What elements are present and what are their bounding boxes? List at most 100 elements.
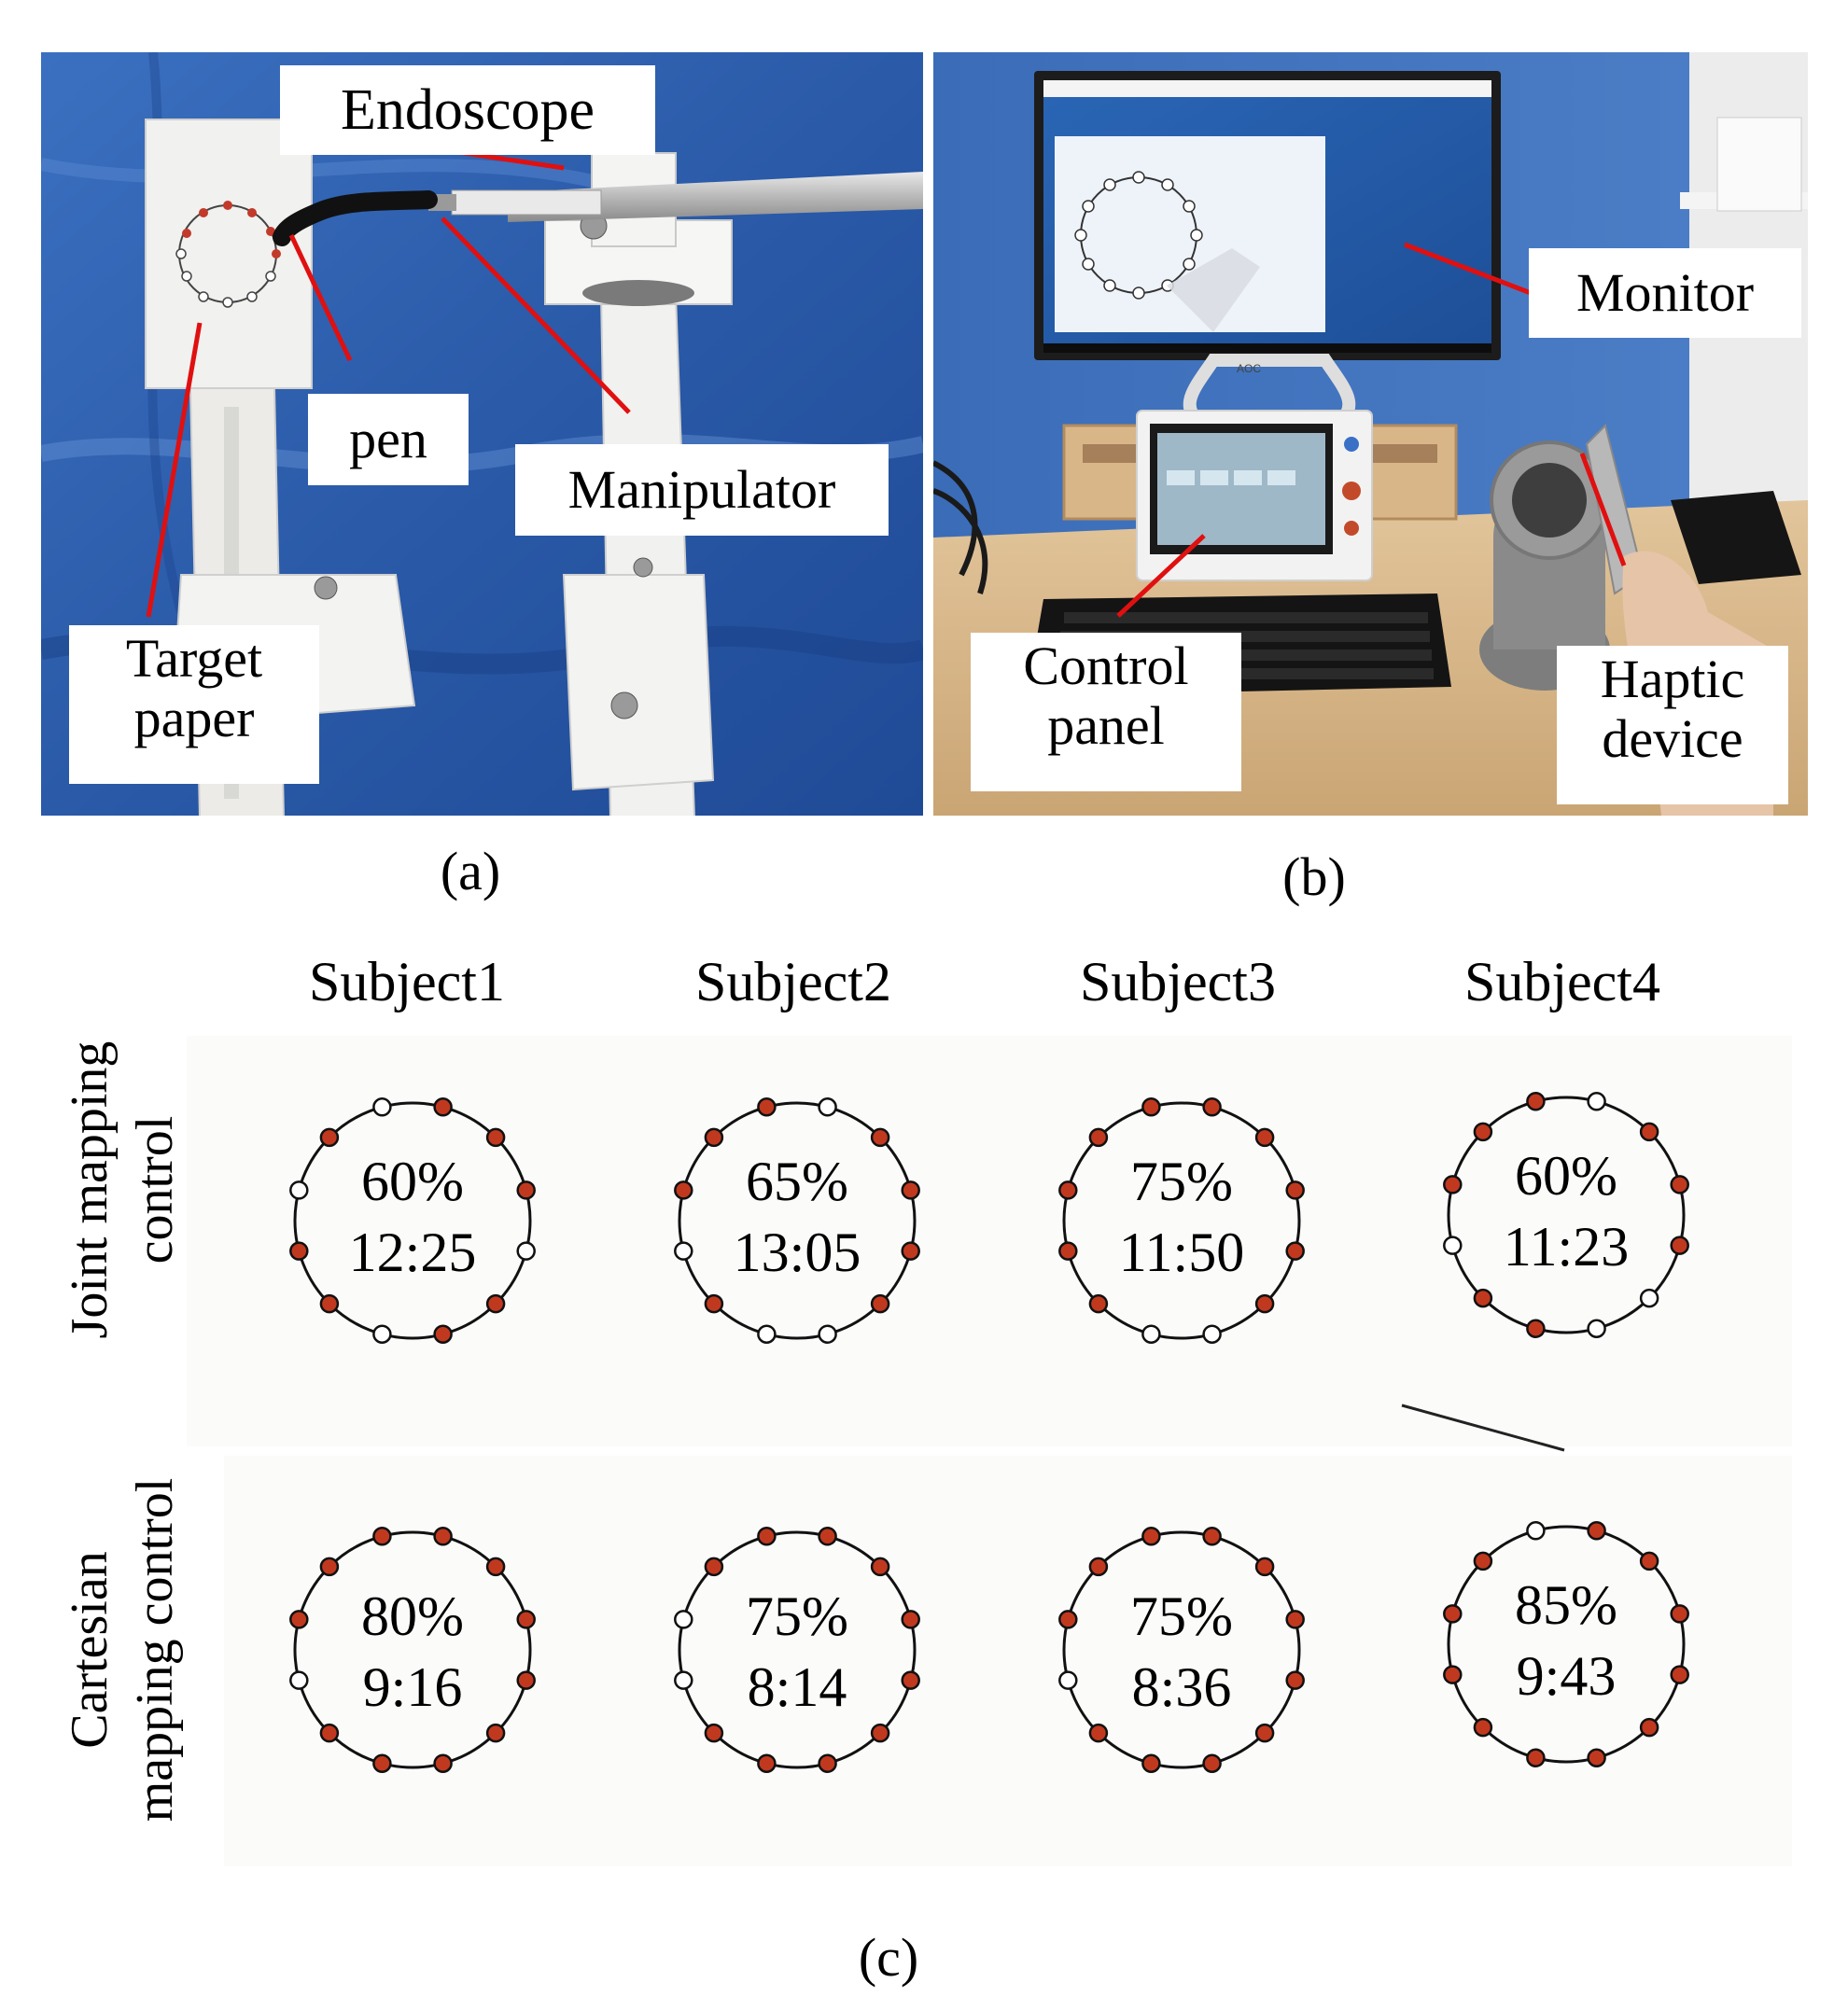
target-marker-miss — [372, 1324, 392, 1344]
target-marker-hit — [1088, 1127, 1109, 1148]
target-marker-hit — [1254, 1557, 1275, 1577]
success-rate: 65% — [746, 1151, 848, 1212]
target-marker-hit — [1443, 1175, 1463, 1194]
target-marker-hit — [1254, 1127, 1275, 1148]
target-marker-hit — [1639, 1551, 1659, 1571]
success-rate: 85% — [1515, 1574, 1617, 1636]
callout-control-panel-line1: Control — [1023, 635, 1189, 696]
completion-time: 12:25 — [348, 1222, 477, 1283]
trial-cartesian-subject1: 80% 9:16 — [235, 1473, 590, 1827]
trial-cartesian-subject4: 85% 9:43 — [1389, 1467, 1743, 1822]
trial-joint-subject1: 60% 12:25 — [235, 1043, 590, 1398]
target-marker-hit — [1443, 1604, 1463, 1624]
target-ring — [289, 1097, 536, 1344]
target-marker-hit — [319, 1293, 340, 1314]
target-marker-hit — [1088, 1723, 1109, 1743]
row-label-cartesian-line1: Cartesian — [61, 1551, 119, 1749]
target-marker-hit — [485, 1557, 506, 1577]
target-marker-hit — [1285, 1241, 1305, 1261]
completion-time: 8:14 — [747, 1656, 847, 1718]
callout-target-paper-line2: paper — [133, 688, 255, 748]
trial-joint-subject4: 60% 11:23 — [1389, 1038, 1743, 1392]
target-marker-miss — [674, 1670, 693, 1690]
target-marker-hit — [818, 1753, 837, 1773]
target-marker-hit — [1202, 1097, 1222, 1117]
success-rate: 75% — [1130, 1585, 1233, 1647]
target-marker-hit — [870, 1127, 890, 1148]
target-marker-hit — [704, 1293, 724, 1314]
callout-haptic-line2: device — [1602, 708, 1743, 769]
target-marker-hit — [818, 1527, 837, 1546]
callout-control-panel: Control panel — [971, 633, 1241, 791]
target-ring — [1443, 1092, 1689, 1338]
target-marker-hit — [870, 1723, 890, 1743]
target-ring — [1058, 1097, 1305, 1344]
completion-time: 9:43 — [1516, 1645, 1617, 1707]
target-marker-hit — [1088, 1557, 1109, 1577]
target-marker-hit — [1088, 1293, 1109, 1314]
subject-header-2: Subject2 — [695, 951, 891, 1012]
target-ring — [289, 1527, 536, 1773]
target-marker-miss — [1587, 1092, 1606, 1111]
callout-monitor: Monitor — [1529, 248, 1801, 338]
target-ring — [674, 1527, 920, 1773]
success-rate: 80% — [361, 1585, 464, 1647]
target-marker-hit — [372, 1753, 392, 1773]
target-marker-hit — [1254, 1293, 1275, 1314]
target-marker-miss — [757, 1324, 777, 1344]
target-marker-hit — [1141, 1097, 1161, 1117]
target-marker-miss — [1443, 1236, 1463, 1255]
target-marker-miss — [1141, 1324, 1161, 1344]
subject-header-3: Subject3 — [1080, 951, 1276, 1012]
pen-stroke-mark — [1401, 1404, 1565, 1452]
photo-control-station: AOC Monitor Control panel Haptic device — [933, 52, 1808, 816]
target-marker-hit — [704, 1127, 724, 1148]
target-marker-hit — [485, 1127, 506, 1148]
target-marker-miss — [1526, 1521, 1546, 1541]
target-marker-hit — [1473, 1122, 1493, 1142]
callout-haptic-line1: Haptic — [1600, 649, 1745, 709]
success-rate: 60% — [1515, 1145, 1617, 1207]
target-marker-hit — [1670, 1175, 1689, 1194]
target-marker-hit — [901, 1180, 920, 1200]
panel-label-a: (a) — [440, 841, 501, 901]
target-marker-hit — [1285, 1670, 1305, 1690]
target-marker-hit — [1202, 1753, 1222, 1773]
target-marker-hit — [1526, 1319, 1546, 1338]
target-marker-hit — [1058, 1180, 1078, 1200]
target-marker-hit — [1473, 1717, 1493, 1738]
target-marker-hit — [757, 1753, 777, 1773]
completion-time: 8:36 — [1131, 1656, 1232, 1718]
callout-haptic-device: Haptic device — [1557, 646, 1788, 804]
callout-target-paper-line1: Target — [125, 628, 263, 689]
trial-cartesian-subject3: 75% 8:36 — [1004, 1473, 1359, 1827]
target-marker-hit — [433, 1527, 453, 1546]
target-marker-hit — [870, 1557, 890, 1577]
target-marker-hit — [1670, 1665, 1689, 1684]
target-marker-hit — [704, 1557, 724, 1577]
target-marker-hit — [901, 1241, 920, 1261]
target-marker-hit — [1058, 1610, 1078, 1629]
target-marker-hit — [485, 1723, 506, 1743]
target-marker-hit — [1526, 1092, 1546, 1111]
callout-manipulator: Manipulator — [515, 444, 889, 536]
target-marker-hit — [319, 1723, 340, 1743]
row-label-joint-line1: Joint mapping — [61, 1040, 119, 1339]
target-marker-hit — [319, 1127, 340, 1148]
panel-label-c: (c) — [858, 1927, 919, 1988]
monitor-brand-text: AOC — [1237, 362, 1261, 375]
target-marker-hit — [1670, 1236, 1689, 1255]
row-label-cartesian-line2: mapping control — [126, 1477, 184, 1822]
target-marker-hit — [516, 1610, 536, 1629]
target-marker-hit — [1141, 1527, 1161, 1546]
target-marker-hit — [757, 1097, 777, 1117]
success-rate: 75% — [1130, 1151, 1233, 1212]
target-marker-hit — [516, 1180, 536, 1200]
callout-endoscope: Endoscope — [280, 65, 655, 155]
target-marker-hit — [1526, 1748, 1546, 1767]
target-marker-hit — [433, 1097, 453, 1117]
target-marker-miss — [289, 1670, 309, 1690]
target-marker-hit — [1639, 1717, 1659, 1738]
target-marker-hit — [289, 1241, 309, 1261]
target-marker-miss — [1587, 1319, 1606, 1338]
